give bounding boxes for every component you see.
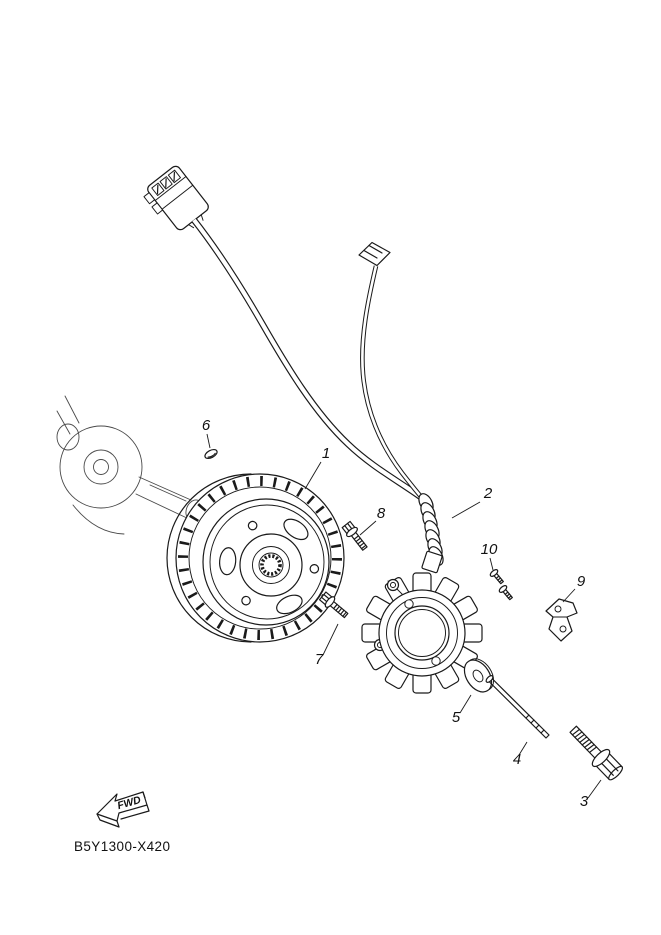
stator-assembly [361, 550, 483, 694]
part-3-flange-bolt [564, 720, 627, 784]
leader-line-2 [451, 501, 481, 519]
main-connector [143, 165, 209, 231]
leader-line-7 [322, 623, 339, 656]
leader-line-9 [562, 588, 576, 603]
callout-7: 7 [315, 651, 324, 668]
leader-line-4 [518, 741, 528, 756]
leader-line-10 [489, 557, 494, 571]
part-10-screws [488, 567, 516, 603]
leader-line-3 [587, 779, 602, 799]
part-8-bolt [340, 519, 371, 554]
callout-10: 10 [481, 541, 498, 558]
crankshaft-ghost [56, 395, 205, 535]
wire-spring-guard [418, 493, 444, 566]
sub-connector [358, 241, 391, 267]
drawing-code: B5Y1300-X420 [74, 839, 170, 854]
leader-line-6 [206, 433, 211, 449]
callout-1: 1 [322, 445, 330, 462]
leader-line-8 [359, 520, 377, 536]
part-1-flywheel-rotor [166, 473, 345, 643]
leader-line-5 [459, 694, 472, 714]
leader-line-1 [304, 461, 322, 490]
part-2-wire-harness [191, 217, 444, 572]
callout-8: 8 [377, 505, 386, 522]
part-5-washer [463, 658, 495, 693]
part-9-bracket [545, 598, 578, 642]
callout-2: 2 [483, 485, 493, 502]
part-6-key [204, 448, 218, 460]
callout-9: 9 [577, 573, 586, 590]
part-4-long-bolt [485, 675, 550, 739]
callout-4: 4 [513, 751, 521, 768]
callout-6: 6 [202, 417, 211, 434]
callout-3: 3 [580, 793, 589, 810]
fwd-arrow-icon: FWD [96, 791, 150, 828]
callout-5: 5 [452, 709, 461, 726]
